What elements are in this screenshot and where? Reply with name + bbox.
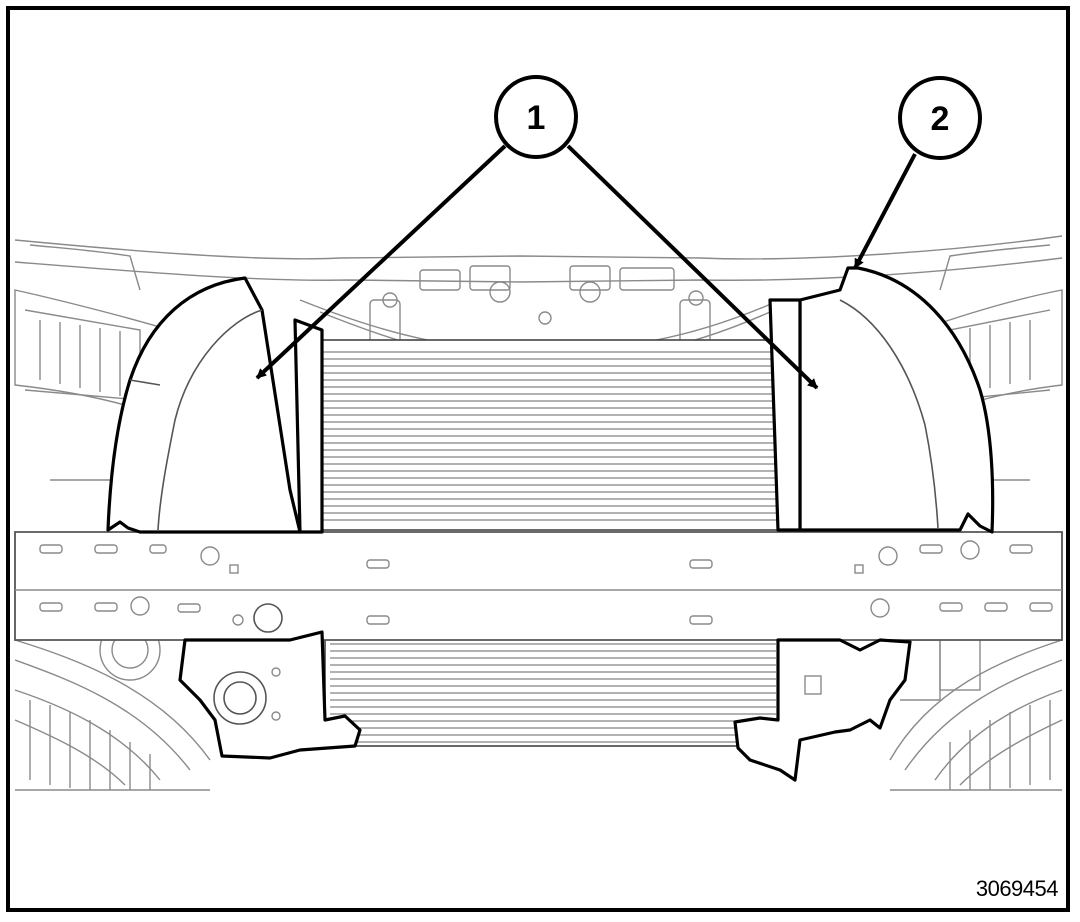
radiator-core — [304, 339, 781, 747]
callout-1: 1 — [494, 75, 578, 159]
callout-2: 2 — [898, 76, 982, 160]
right-tire — [889, 639, 1063, 791]
left-tire — [14, 639, 211, 791]
arrow-2 — [853, 153, 917, 269]
callout-1-label: 1 — [527, 99, 546, 137]
left-lower-shield — [178, 603, 362, 760]
callout-2-label: 2 — [931, 100, 950, 138]
radiator-fins-lower — [330, 643, 776, 743]
arrow-1-right — [566, 144, 819, 390]
radiator-fins-upper — [320, 351, 776, 521]
arrow-1-left — [255, 144, 507, 380]
leader-arrows — [255, 144, 917, 390]
bumper-beam — [14, 531, 1063, 641]
right-lower-shield — [733, 638, 912, 782]
figure-number: 3069454 — [976, 876, 1058, 901]
right-air-deflector — [768, 266, 995, 534]
left-air-deflector — [106, 276, 324, 534]
